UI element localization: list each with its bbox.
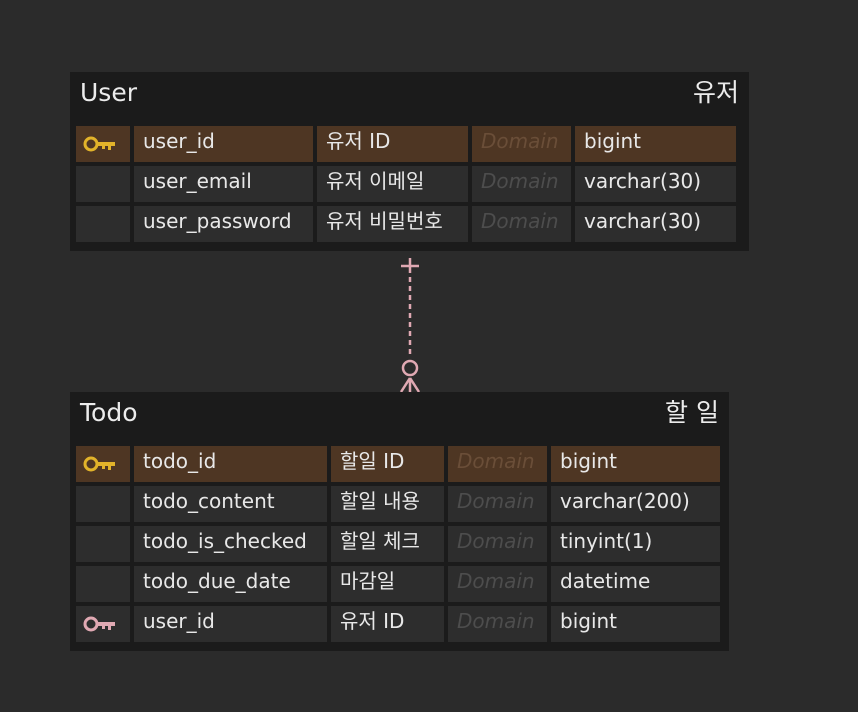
column-domain: Domain <box>448 526 547 562</box>
column-type: bigint <box>551 606 720 642</box>
column-name: user_password <box>134 206 313 242</box>
key-icon <box>83 136 115 152</box>
column-type: varchar(200) <box>551 486 720 522</box>
entity-name: Todo <box>80 398 138 427</box>
entity-header[interactable]: Todo 할 일 <box>70 392 729 438</box>
column-type: bigint <box>575 126 736 162</box>
key-cell <box>76 166 130 202</box>
column-type: varchar(30) <box>575 206 736 242</box>
column-comment: 유저 이메일 <box>317 166 468 202</box>
crowfoot-left <box>399 377 412 393</box>
key-cell <box>76 486 130 522</box>
column-name: todo_id <box>134 446 327 482</box>
column-domain: Domain <box>448 446 547 482</box>
column-name: todo_content <box>134 486 327 522</box>
column-name: user_email <box>134 166 313 202</box>
column-comment: 유저 ID <box>331 606 444 642</box>
column-name: user_id <box>134 606 327 642</box>
column-name: todo_is_checked <box>134 526 327 562</box>
column-comment: 마감일 <box>331 566 444 602</box>
entity-name: User <box>80 78 137 107</box>
column-type: datetime <box>551 566 720 602</box>
key-cell <box>76 526 130 562</box>
zero-marker <box>401 359 419 377</box>
column-domain: Domain <box>472 166 571 202</box>
column-comment: 할일 ID <box>331 446 444 482</box>
entity-comment: 유저 <box>692 78 739 107</box>
column-name: todo_due_date <box>134 566 327 602</box>
column-name: user_id <box>134 126 313 162</box>
foreign-key-icon <box>83 616 115 632</box>
column-comment: 유저 ID <box>317 126 468 162</box>
column-comment: 유저 비밀번호 <box>317 206 468 242</box>
key-cell <box>76 206 130 242</box>
key-cell <box>76 606 130 642</box>
entity-comment: 할 일 <box>665 398 719 427</box>
column-type: bigint <box>551 446 720 482</box>
key-cell <box>76 566 130 602</box>
column-domain: Domain <box>448 606 547 642</box>
column-domain: Domain <box>448 486 547 522</box>
entity-header[interactable]: User 유저 <box>70 72 749 118</box>
column-type: varchar(30) <box>575 166 736 202</box>
column-comment: 할일 내용 <box>331 486 444 522</box>
key-cell <box>76 126 130 162</box>
key-icon <box>83 456 115 472</box>
column-comment: 할일 체크 <box>331 526 444 562</box>
column-domain: Domain <box>472 206 571 242</box>
crowfoot-right <box>408 377 421 393</box>
column-type: tinyint(1) <box>551 526 720 562</box>
column-domain: Domain <box>448 566 547 602</box>
key-cell <box>76 446 130 482</box>
column-domain: Domain <box>472 126 571 162</box>
